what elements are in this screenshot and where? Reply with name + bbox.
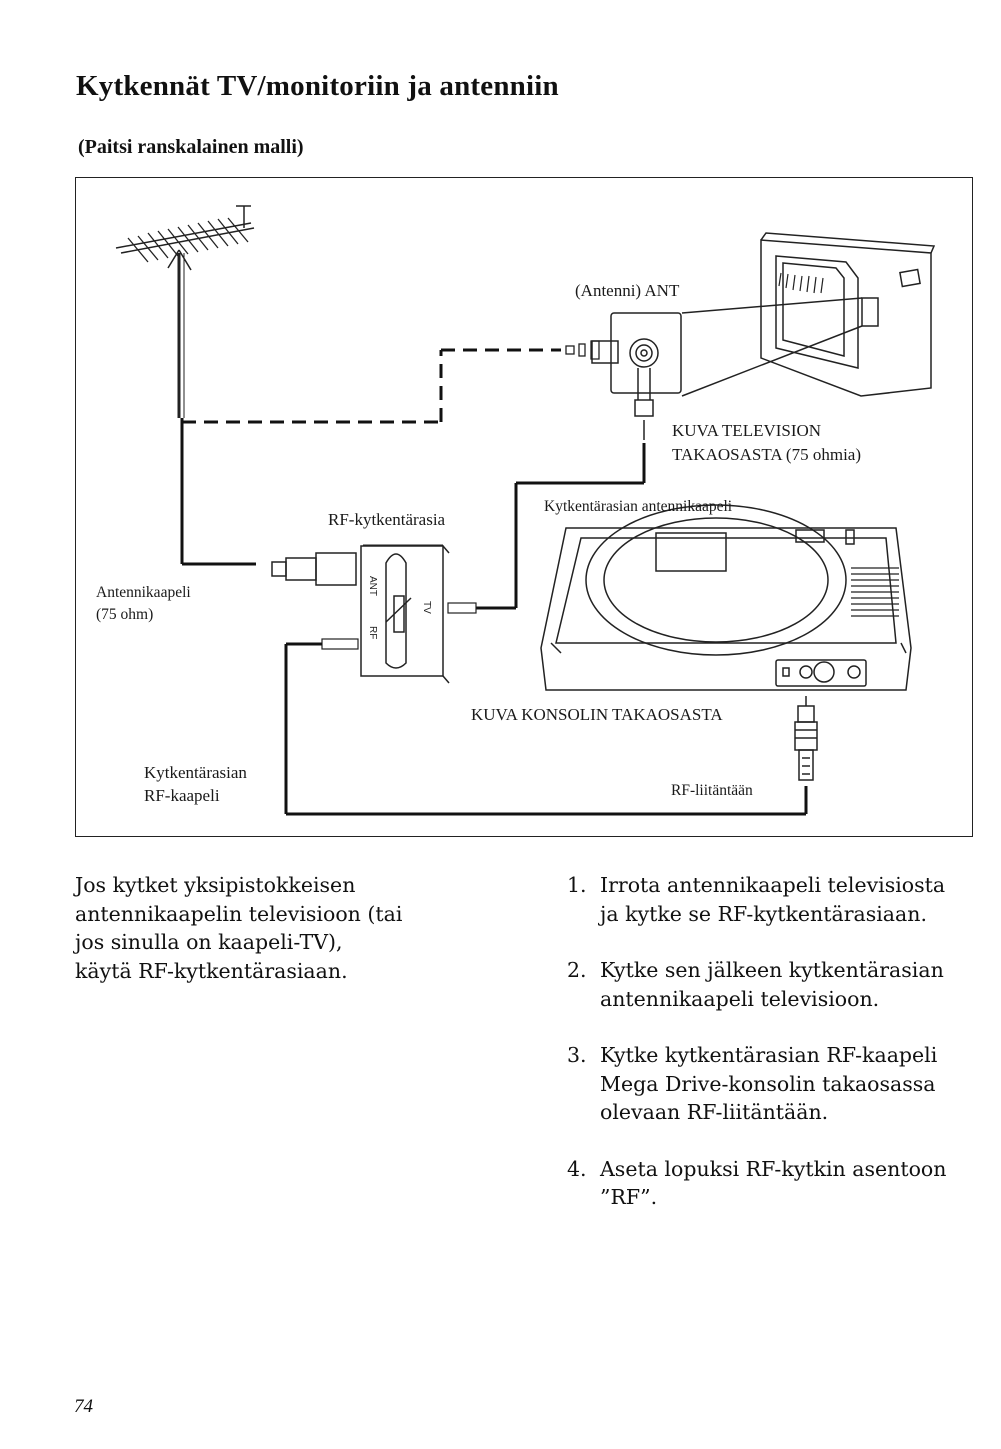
rf-switchbox-icon xyxy=(271,544,450,684)
dashed-cable xyxy=(182,348,561,424)
switch-ant-label: ANT xyxy=(367,576,378,596)
step-number: 2. xyxy=(567,958,587,982)
ant-socket-icon xyxy=(591,312,682,440)
step-text: Kytke sen jälkeen kytkentärasian antenni… xyxy=(600,958,944,1011)
tv-back-label-line1: KUVA TELEVISION xyxy=(672,421,822,440)
switchbox-antenna-cable-label: Kytkentärasian antennikaapeli xyxy=(544,498,733,515)
antenna-ant-label: (Antenni) ANT xyxy=(575,281,680,300)
list-item: 1. Irrota antennikaapeli televisiosta ja… xyxy=(567,871,967,928)
diagram-illustration: ANT RF TV xyxy=(115,205,936,816)
step-number: 1. xyxy=(567,873,587,897)
antenna-cable-label-line2: (75 ohm) xyxy=(96,606,154,623)
rf-switchbox-label: RF-kytkentärasia xyxy=(328,510,446,529)
antenna-cable xyxy=(180,418,256,566)
switch-rf-label: RF xyxy=(367,626,378,639)
rf-switchbox-side-labels: ANT RF TV xyxy=(367,576,432,639)
rf-jack-plug-icon xyxy=(794,696,818,781)
rf-jack-label: RF-liitäntään xyxy=(671,782,753,799)
list-item: 2. Kytke sen jälkeen kytkentärasian ante… xyxy=(567,956,967,1013)
switchbox-rf-cable-label-line2: RF-kaapeli xyxy=(144,786,220,805)
page-title: Kytkennät TV/monitoriin ja antenniin xyxy=(76,70,559,102)
antenna-icon xyxy=(115,205,255,418)
list-item: 4. Aseta lopuksi RF-kytkin asentoon ”RF”… xyxy=(567,1155,967,1212)
page-subtitle: (Paitsi ranskalainen malli) xyxy=(78,136,304,158)
tv-back-label-line2: TAKAOSASTA (75 ohmia) xyxy=(672,445,861,464)
rf-port-plug-icon xyxy=(321,638,359,650)
switchbox-rf-cable-label-line1: Kytkentärasian xyxy=(144,763,247,782)
page-number: 74 xyxy=(74,1396,93,1417)
step-text: Kytke kytkentärasian RF-kaapeli Mega Dri… xyxy=(600,1043,938,1124)
step-text: Aseta lopuksi RF-kytkin asentoon ”RF”. xyxy=(600,1156,947,1210)
step-text: Irrota antennikaapeli televisiosta ja ky… xyxy=(600,873,946,926)
switchbox-rf-cable xyxy=(284,642,808,816)
console-back-label: KUVA KONSOLIN TAKAOSASTA xyxy=(471,705,723,724)
connection-diagram: ANT RF TV xyxy=(75,177,973,837)
step-number: 3. xyxy=(567,1043,587,1067)
tv-port-plug-icon xyxy=(447,602,477,614)
intro-paragraph: Jos kytket yksipistokkeisen antennikaape… xyxy=(75,873,403,983)
list-item: 3. Kytke kytkentärasian RF-kaapeli Mega … xyxy=(567,1041,967,1127)
instruction-steps: 1. Irrota antennikaapeli televisiosta ja… xyxy=(567,871,967,1240)
console-icon xyxy=(540,504,912,691)
antenna-cable-label-line1: Antennikaapeli xyxy=(96,584,191,601)
step-number: 4. xyxy=(567,1156,587,1181)
tv-icon xyxy=(681,232,936,397)
dashed-plug-icon xyxy=(565,340,600,360)
switchbox-antenna-cable xyxy=(476,443,646,610)
switch-tv-label: TV xyxy=(421,601,432,614)
